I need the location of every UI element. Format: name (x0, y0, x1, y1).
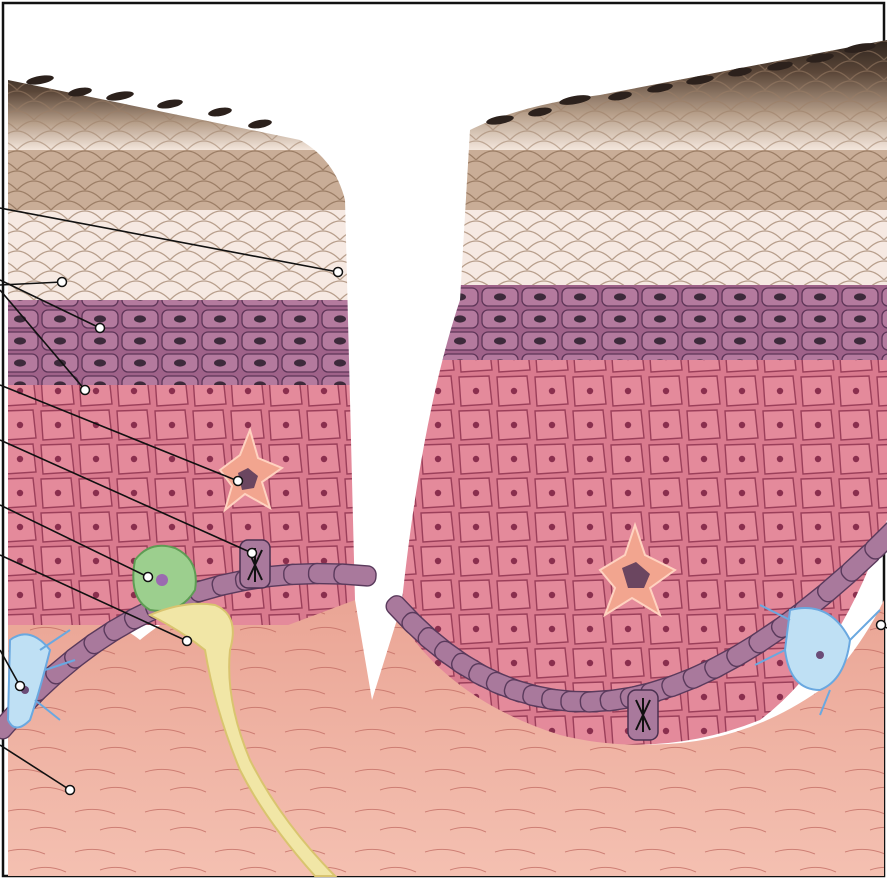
leader-dot (877, 621, 886, 630)
corneum-flake (26, 74, 55, 87)
left-epidermis (0, 60, 380, 625)
leader-dot (66, 786, 75, 795)
leader-dot (58, 278, 67, 287)
leader-dot (248, 549, 257, 558)
leader-dot (96, 324, 105, 333)
stratum-granulosum-right (380, 285, 887, 360)
merkel-cell (133, 546, 196, 611)
leader-dot (183, 637, 192, 646)
leader-dot (234, 477, 243, 486)
mitotic-cell-left (240, 540, 270, 588)
mitotic-cell-right (628, 690, 658, 740)
leader-dot (16, 682, 25, 691)
corneum-flake (157, 98, 184, 110)
leader-dot (81, 386, 90, 395)
stratum-granulosum-left (0, 300, 380, 385)
basal-cell (333, 563, 376, 586)
corneum-flake (106, 90, 135, 103)
corneum-flake (247, 118, 272, 130)
leader-dot (144, 573, 153, 582)
corneum-flake (207, 106, 232, 118)
leader-dot (334, 268, 343, 277)
